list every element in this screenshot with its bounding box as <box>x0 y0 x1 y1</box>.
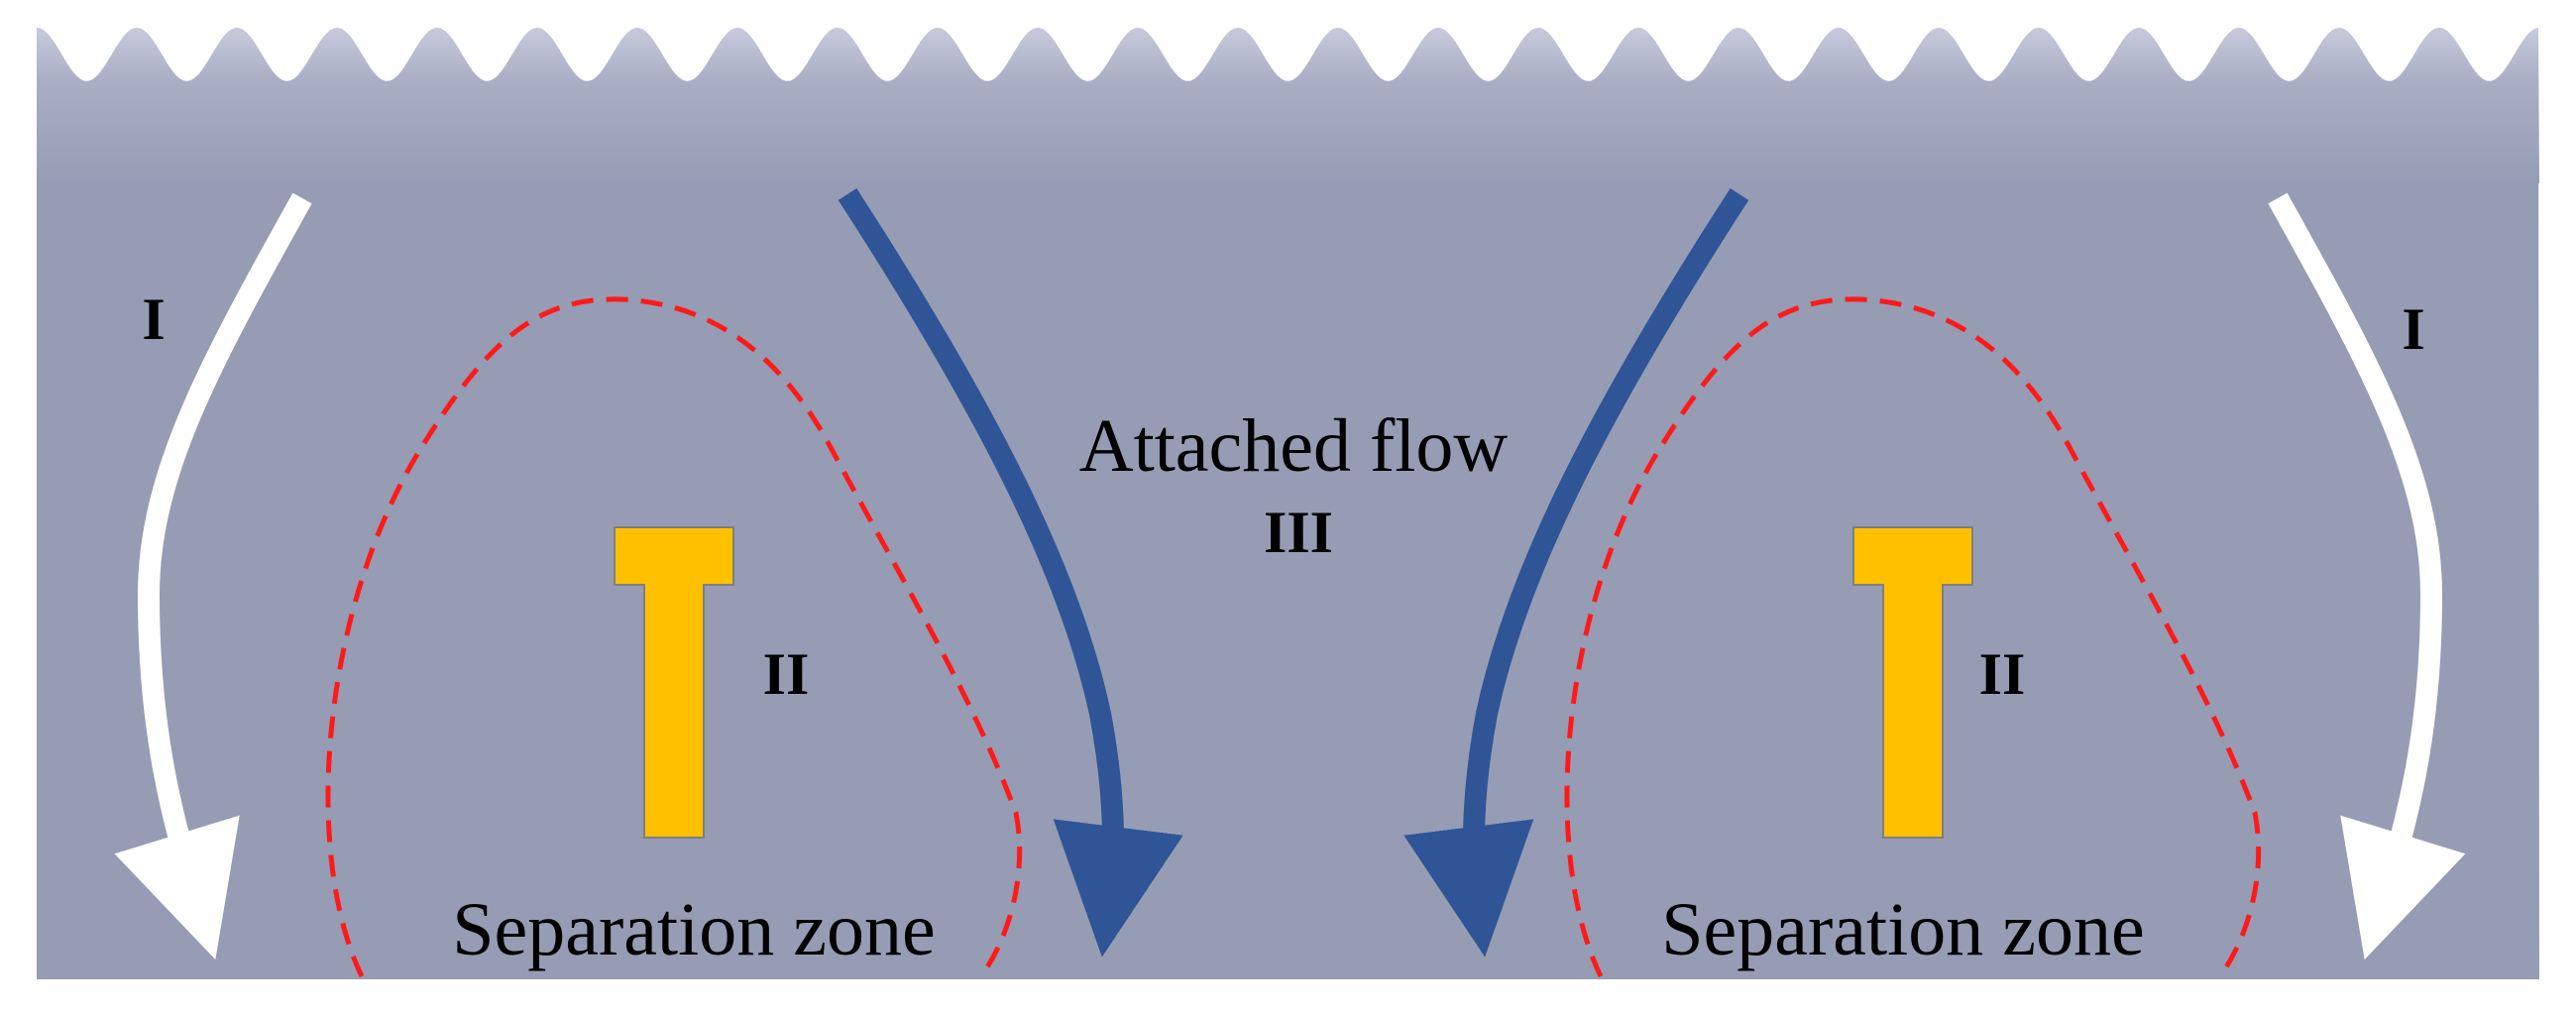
region-label-left: I <box>142 286 165 352</box>
wavy-wall-shading <box>37 28 2539 183</box>
center-label-left: II <box>763 641 810 707</box>
region-label-right: I <box>2402 296 2424 362</box>
center-label-right: II <box>1979 641 2026 707</box>
upward-flow-arrow-left <box>614 526 734 839</box>
separation-boundary-left <box>325 296 1023 978</box>
separation-boundary-right <box>1564 296 2262 978</box>
outer-flow-arrow-right <box>2268 192 2466 960</box>
upward-flow-arrow-right <box>1852 526 1973 839</box>
attached-flow-numeral: III <box>1264 500 1333 565</box>
outer-flow-arrow-left <box>114 192 312 960</box>
attached-flow-label: Attached flow <box>1079 404 1509 488</box>
separation-zone-label-right: Separation zone <box>1661 888 2144 971</box>
attached-flow-arrow-left <box>838 188 1183 958</box>
attached-flow-arrow-right <box>1403 188 1749 958</box>
separation-zone-label-left: Separation zone <box>452 888 935 971</box>
